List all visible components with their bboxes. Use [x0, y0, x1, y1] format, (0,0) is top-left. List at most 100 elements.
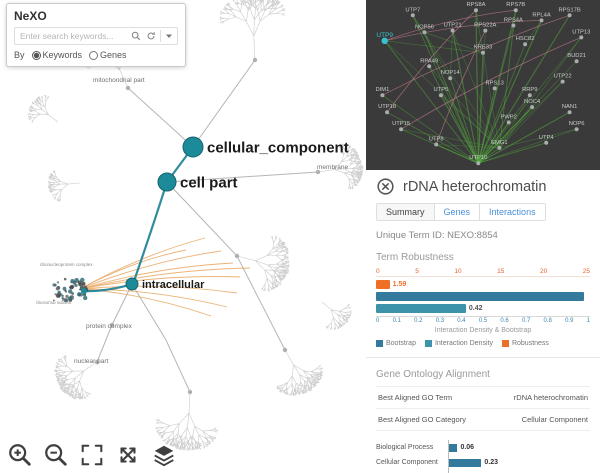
- go-score-bar: [449, 458, 482, 467]
- fit-to-screen-button[interactable]: [78, 441, 106, 469]
- network-node-UTP10[interactable]: [476, 161, 481, 166]
- go-score-row: Molecular Function0: [376, 470, 590, 473]
- axis-tick: 0.3: [435, 318, 445, 324]
- network-node-NOC4[interactable]: [530, 105, 535, 110]
- network-node-label: UTP15: [392, 121, 410, 127]
- tree-node[interactable]: [282, 347, 288, 353]
- bar-bootstrap: [376, 292, 584, 301]
- network-node-UTP8[interactable]: [434, 142, 439, 147]
- network-node-BUD21[interactable]: [574, 59, 579, 64]
- divider: [160, 30, 161, 42]
- layers-button[interactable]: [150, 441, 178, 469]
- go-score-category: Cellular Component: [376, 459, 438, 466]
- go-score-barwrap: 0: [448, 470, 590, 473]
- tree-term-label: membrane: [317, 164, 348, 171]
- network-node-NOP14[interactable]: [448, 76, 453, 81]
- network-node-label: UTP10: [469, 155, 487, 161]
- search-button[interactable]: [130, 31, 142, 41]
- zoom-in-button[interactable]: [6, 441, 34, 469]
- network-node-UTP4[interactable]: [544, 140, 549, 145]
- network-node-UTP22[interactable]: [560, 79, 565, 84]
- tab-genes[interactable]: Genes: [434, 204, 481, 220]
- axis-tick: 0.5: [478, 318, 488, 324]
- network-node-UTP21[interactable]: [450, 28, 455, 33]
- network-node-label: UTP8: [429, 137, 444, 143]
- axis-tick: 0.2: [414, 318, 423, 324]
- network-node-RPS22A[interactable]: [483, 28, 488, 33]
- network-node-RPS8A[interactable]: [474, 8, 478, 13]
- network-node-RPA49[interactable]: [427, 64, 432, 69]
- axis-tick: 10: [454, 268, 462, 275]
- network-node-label: RPA49: [420, 58, 438, 64]
- fit-icon: [81, 444, 103, 466]
- tree-node[interactable]: [187, 389, 193, 395]
- network-node-NOP6[interactable]: [574, 127, 579, 132]
- go-alignment-title: Gene Ontology Alignment: [376, 369, 490, 380]
- zoom-out-button[interactable]: [42, 441, 70, 469]
- network-node-UTP13[interactable]: [579, 35, 584, 40]
- network-node-label: NOC4: [524, 99, 541, 105]
- network-node-RPS4A[interactable]: [511, 23, 516, 28]
- network-node-RPS17B[interactable]: [567, 13, 572, 18]
- go-alignment-rows: Best Aligned GO Term rDNA heterochromati…: [376, 386, 590, 431]
- network-node-RPL4A[interactable]: [539, 18, 544, 23]
- tree-node-cell-part[interactable]: [157, 172, 177, 192]
- tab-summary[interactable]: Summary: [377, 204, 435, 220]
- network-node-RRP9[interactable]: [527, 93, 532, 98]
- tree-node[interactable]: [252, 57, 258, 63]
- go-score-barwrap: 0.23: [448, 455, 590, 470]
- tree-node[interactable]: [315, 169, 321, 175]
- tree-node-cellular-component[interactable]: [182, 136, 204, 158]
- keywords-radio[interactable]: [31, 50, 41, 60]
- close-detail-button[interactable]: [376, 178, 395, 195]
- zoom-in-icon: [9, 444, 31, 466]
- network-node-UTP9[interactable]: [381, 37, 388, 44]
- tree-term-label: ribosomal subunit: [36, 300, 72, 305]
- search-options-button[interactable]: [164, 32, 174, 40]
- bar-robustness: [376, 280, 390, 289]
- network-node-RPS13[interactable]: [492, 86, 497, 91]
- tree-node[interactable]: [109, 322, 115, 328]
- network-node-KRE33[interactable]: [481, 50, 485, 55]
- network-node-DIM1[interactable]: [380, 93, 385, 98]
- network-node-HSC82[interactable]: [523, 42, 528, 47]
- go-score-value: 0.23: [484, 459, 499, 466]
- network-node-EMG1[interactable]: [497, 145, 502, 150]
- network-node-label: UTP22: [554, 74, 572, 80]
- search-mode-keywords[interactable]: Keywords: [31, 50, 82, 60]
- network-node-UTP18[interactable]: [385, 110, 390, 115]
- tree-node-intracellular[interactable]: [125, 277, 139, 291]
- search-input-row: [14, 27, 178, 45]
- network-node-PWP2[interactable]: [506, 120, 511, 125]
- tab-interactions[interactable]: Interactions: [480, 204, 545, 220]
- network-node-NAN1[interactable]: [567, 110, 572, 115]
- network-node-UTP5[interactable]: [438, 93, 443, 98]
- search-card: NeXO: [6, 3, 186, 67]
- tree-node[interactable]: [125, 85, 131, 91]
- term-title: rDNA heterochromatin: [403, 178, 547, 195]
- search-input[interactable]: [18, 30, 127, 42]
- tree-term-label: protein complex: [86, 323, 133, 330]
- tree-node[interactable]: [94, 359, 100, 365]
- network-node-UTP15[interactable]: [399, 127, 404, 132]
- legend-swatch: [424, 340, 432, 347]
- network-node-NOP56[interactable]: [422, 30, 427, 35]
- tree-node[interactable]: [234, 253, 240, 259]
- app-title: NeXO: [14, 9, 47, 23]
- reset-search-button[interactable]: [145, 31, 157, 41]
- search-mode-genes[interactable]: Genes: [89, 50, 127, 60]
- expand-all-button[interactable]: [114, 441, 142, 469]
- network-node-RPS7B[interactable]: [513, 8, 518, 13]
- genes-radio[interactable]: [89, 50, 99, 60]
- crossed-arrows-icon: [120, 447, 136, 463]
- tree-node-label-cellular-component: cellular_component: [207, 139, 349, 156]
- network-node-label: RPS8A: [466, 2, 485, 8]
- network-node-label: NOP14: [441, 70, 461, 76]
- network-node-UTP7[interactable]: [410, 13, 415, 18]
- go-score-category: Biological Process: [376, 444, 434, 451]
